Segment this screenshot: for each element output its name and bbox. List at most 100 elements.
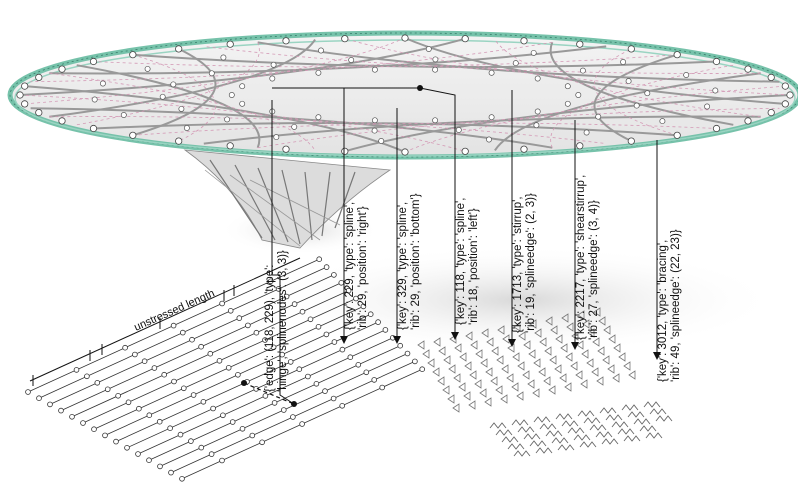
stirrup-glyph: [534, 328, 542, 338]
shell-node: [575, 92, 582, 98]
shell-rib: [593, 53, 678, 143]
spline-node: [338, 279, 345, 286]
shell-node: [767, 73, 775, 82]
shell-node: [644, 90, 651, 97]
shell-node: [401, 34, 409, 42]
stirrup-glyph: [623, 361, 631, 371]
arrow-head: [340, 336, 348, 344]
stirrup-glyph: [501, 364, 509, 374]
stirrup-glyph: [544, 346, 552, 356]
bracing-glyph: [517, 426, 535, 433]
shell-node: [533, 122, 540, 129]
shell-node: [35, 109, 43, 117]
spline-node: [200, 398, 207, 405]
shell-pink-rib: [203, 46, 761, 74]
shell-node: [129, 51, 137, 59]
bracing-glyph: [573, 434, 591, 441]
spline-node: [190, 392, 197, 398]
stirrup-glyph: [587, 328, 595, 338]
shell-pink-rib: [132, 122, 717, 136]
spline-node: [259, 439, 265, 446]
arrow-head: [393, 336, 401, 344]
stirrup-glyph: [575, 370, 583, 380]
shell-pink-rib: [76, 42, 260, 126]
stirrup-glyph: [506, 373, 514, 383]
shell-pink-rib: [24, 37, 406, 105]
stirrup-glyph: [475, 349, 483, 359]
shell-node: [625, 78, 632, 85]
spline-node: [367, 311, 374, 318]
leader-spline-left: [419, 87, 456, 338]
bracing-glyph: [533, 416, 551, 423]
shell-rib: [93, 122, 678, 137]
spline-node: [236, 315, 243, 321]
leader-hinge: [271, 100, 295, 405]
stirrup-glyph: [442, 385, 450, 395]
spline-node: [157, 463, 163, 470]
stirrup-glyph: [468, 400, 476, 410]
shell-node: [282, 37, 290, 45]
spline-node: [168, 469, 174, 476]
stirrup-glyph: [566, 322, 574, 332]
stirrup-glyph: [580, 379, 588, 389]
shell-node: [786, 91, 794, 99]
spline-node: [291, 301, 298, 307]
shell-node: [520, 145, 528, 153]
shell-nodes: [16, 34, 794, 156]
shell-node: [564, 100, 571, 107]
spline-node: [355, 361, 362, 368]
spline-node: [58, 407, 64, 414]
shell-node: [712, 87, 719, 94]
spline-node: [353, 295, 359, 302]
bracing-glyph: [507, 443, 525, 450]
shell-node: [520, 37, 528, 45]
spline-node: [299, 421, 305, 427]
stirrup-glyph: [522, 370, 530, 380]
stirrup-glyph: [486, 337, 494, 347]
shell-rib: [494, 72, 761, 151]
stirrup-glyph: [447, 394, 455, 404]
spline-node: [239, 425, 246, 432]
shell-node: [425, 46, 432, 52]
shell-node: [401, 148, 409, 156]
stirrup-glyph: [538, 367, 546, 377]
shell-node: [781, 100, 789, 108]
stirrup-glyph: [449, 334, 457, 344]
spline-node: [179, 475, 185, 482]
bracing-glyph: [639, 425, 657, 432]
annotation-stirrup-line1: {'key': 1713, 'type': 'stirrup',: [512, 196, 524, 333]
bracing-glyph: [555, 413, 573, 420]
spline-node: [219, 457, 225, 464]
shell-node: [170, 81, 177, 88]
stirrup-glyph: [549, 355, 557, 365]
shell-node: [712, 124, 721, 133]
bracing-glyph: [633, 418, 651, 425]
spline-node: [307, 316, 314, 323]
stirrup-glyph: [592, 337, 600, 347]
annotation-stirrup: {'key': 1713, 'type': 'stirrup', 'rib': …: [512, 193, 537, 333]
bracing-glyph: [649, 408, 667, 415]
shell-node: [704, 103, 711, 110]
shell-node: [120, 112, 127, 118]
stirrup-glyph: [607, 364, 615, 374]
annotation-spline-bottom-line2: 'rib': 29, 'position': 'bottom'}: [410, 193, 422, 330]
bracing-glyph: [557, 444, 575, 451]
spline-node: [404, 350, 411, 357]
shell-node: [627, 137, 635, 145]
stirrup-glyph: [559, 373, 567, 383]
stirrup-glyph: [480, 358, 488, 368]
spline-node: [305, 373, 311, 380]
stirrup-glyphs: [417, 307, 636, 413]
annotation-hinge: {'edge': (118, 229), 'type': 'hinge', 's…: [264, 250, 289, 392]
spline-node: [296, 366, 303, 373]
spline-node: [124, 444, 130, 451]
spline-node: [188, 438, 194, 444]
annotation-bracing-line2: 'rib': 49, 'splineedge': (22, 23)}: [670, 229, 682, 382]
stirrup-glyph: [490, 376, 498, 386]
shell-node: [673, 131, 681, 139]
annotation-shearstirrup-line2: 'rib': 27, 'splineedge': (3, 4)}: [588, 200, 600, 340]
shell-node: [534, 75, 541, 82]
stirrup-glyph: [437, 376, 445, 386]
spline-node: [125, 399, 132, 406]
